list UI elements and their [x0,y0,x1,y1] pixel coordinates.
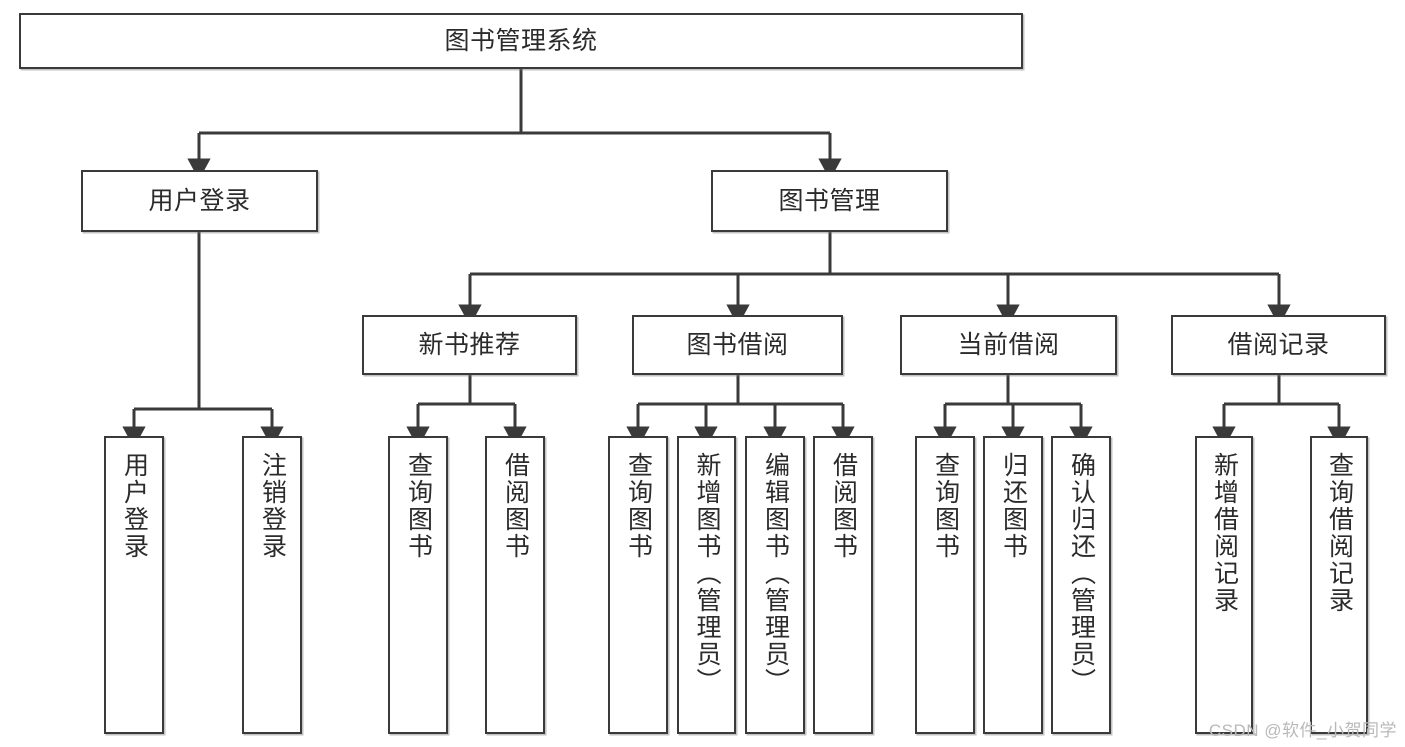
leaf-borrow-record-query[interactable]: 查询借阅记录 [1310,436,1368,734]
leaf-book-borrow-edit[interactable]: 编辑图书（管理员） [745,436,805,734]
leaf-new-book-query[interactable]: 查询图书 [388,436,448,734]
leaf-current-borrow-query[interactable]: 查询图书 [915,436,975,734]
node-label: 查询图书 [624,452,653,560]
leaf-book-borrow-add[interactable]: 新增图书（管理员） [677,436,736,734]
node-label: 新增借阅记录 [1210,452,1239,614]
node-label: 编辑图书（管理员） [761,452,790,695]
node-label: 用户登录 [148,187,251,215]
node-root-system[interactable]: 图书管理系统 [19,13,1023,69]
node-label: 查询图书 [931,452,960,560]
node-label: 当前借阅 [957,331,1060,359]
leaf-book-borrow-borrow[interactable]: 借阅图书 [813,436,873,734]
node-label: 归还图书 [999,452,1028,560]
leaf-current-borrow-return[interactable]: 归还图书 [983,436,1043,734]
node-label: 查询借阅记录 [1325,452,1354,614]
node-label: 新增图书（管理员） [693,452,721,695]
node-label: 新书推荐 [418,331,521,359]
node-label: 确认归还（管理员） [1067,452,1096,695]
node-book-management[interactable]: 图书管理 [711,170,948,232]
leaf-user-login-login[interactable]: 用户登录 [104,436,164,734]
node-label: 借阅记录 [1227,331,1330,359]
node-label: 注销登录 [258,452,287,560]
leaf-book-borrow-query[interactable]: 查询图书 [608,436,668,734]
node-label: 用户登录 [120,452,149,560]
node-label: 图书借阅 [686,331,789,359]
node-book-borrow[interactable]: 图书借阅 [632,315,843,375]
node-label: 图书管理系统 [444,27,598,55]
node-borrow-record[interactable]: 借阅记录 [1171,315,1386,375]
leaf-new-book-borrow[interactable]: 借阅图书 [485,436,545,734]
leaf-borrow-record-add[interactable]: 新增借阅记录 [1195,436,1253,734]
node-label: 借阅图书 [829,452,858,560]
node-label: 查询图书 [404,452,433,560]
node-current-borrow[interactable]: 当前借阅 [900,315,1117,375]
node-label: 借阅图书 [501,452,530,560]
leaf-current-borrow-confirm-return[interactable]: 确认归还（管理员） [1051,436,1111,734]
node-label: 图书管理 [778,187,881,215]
node-new-book-recommend[interactable]: 新书推荐 [362,315,577,375]
leaf-user-login-logout[interactable]: 注销登录 [242,436,302,734]
node-user-login[interactable]: 用户登录 [81,170,318,232]
